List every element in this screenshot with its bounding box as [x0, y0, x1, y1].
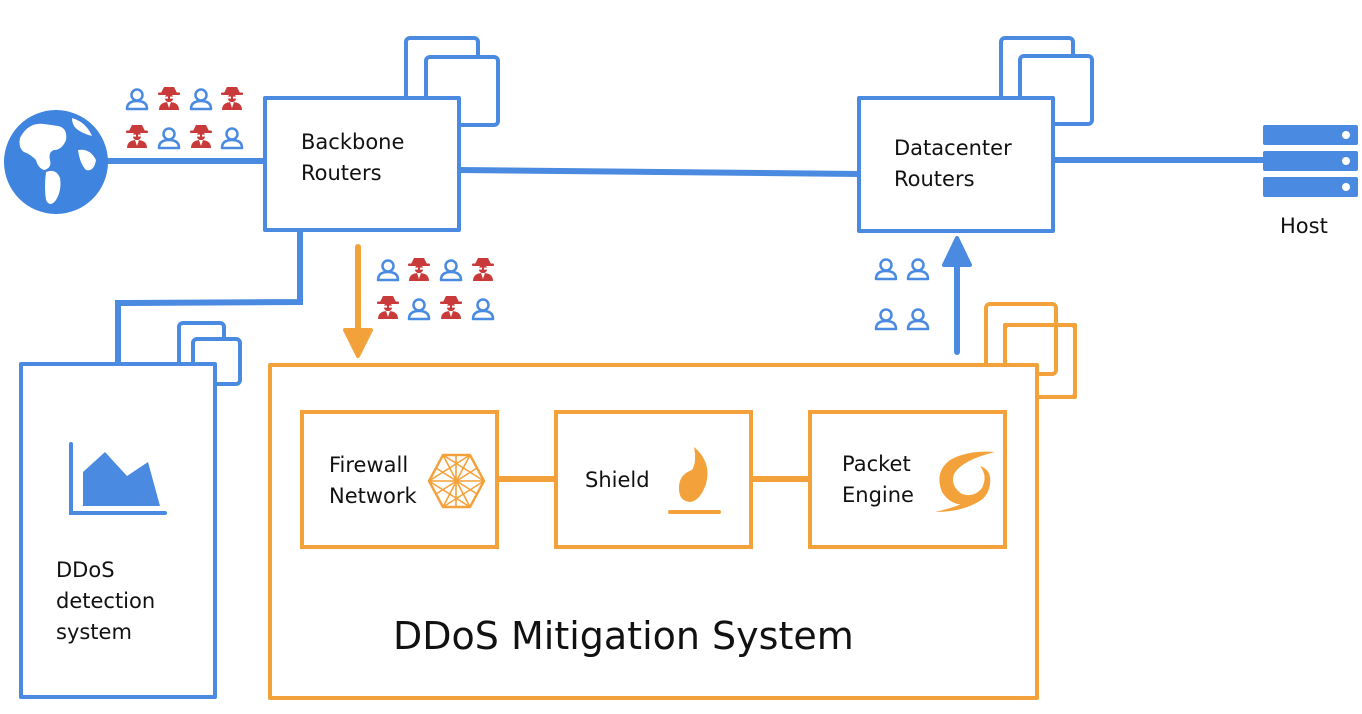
user-icon	[157, 127, 181, 150]
traffic-clean	[874, 258, 930, 331]
packet-engine-line2: Engine	[842, 483, 914, 507]
packet-engine-line1: Packet	[842, 452, 911, 476]
user-icon	[439, 259, 463, 282]
user-icon	[407, 298, 431, 321]
user-icon	[874, 258, 898, 281]
spy-icon	[408, 258, 430, 281]
server-rack-icon	[1263, 125, 1358, 197]
spy-icon	[190, 125, 212, 148]
arrow-to-mitigation	[343, 244, 373, 358]
user-icon	[376, 259, 400, 282]
shield-box	[554, 410, 753, 549]
detection-system-node	[19, 321, 242, 699]
user-icon	[471, 298, 495, 321]
backbone-routers-line2: Routers	[301, 161, 382, 185]
user-icon	[220, 127, 244, 150]
detection-line1: DDoS	[56, 558, 115, 582]
globe-icon	[4, 110, 108, 214]
firewall-line1: Firewall	[329, 453, 409, 477]
flame-icon	[668, 447, 721, 514]
link-backbone-datacenter	[456, 167, 863, 177]
detection-system-label: DDoS detection system	[56, 555, 155, 648]
spy-icon	[126, 125, 148, 148]
packet-engine-label: Packet Engine	[842, 449, 914, 511]
datacenter-routers-line2: Routers	[894, 167, 975, 191]
detection-line2: detection	[56, 589, 156, 613]
link-backbone-detection	[115, 227, 303, 367]
user-icon	[189, 88, 213, 111]
connection-lines	[97, 157, 1271, 367]
packet-engine-box	[808, 410, 1007, 549]
spy-icon	[472, 258, 494, 281]
mitigation-system-title: DDoS Mitigation System	[393, 614, 854, 658]
datacenter-routers-label: Datacenter Routers	[894, 133, 1012, 195]
arrow-to-datacenter	[942, 236, 972, 355]
spy-icon	[221, 87, 243, 110]
firewall-line2: Network	[329, 484, 417, 508]
swirl-icon	[935, 451, 995, 512]
spy-icon	[158, 87, 180, 110]
backbone-routers-label: Backbone Routers	[301, 127, 404, 189]
user-icon	[874, 308, 898, 331]
firewall-network-label: Firewall Network	[329, 450, 417, 512]
detection-line3: system	[56, 620, 132, 644]
user-icon	[906, 308, 930, 331]
traffic-mixed-inbound	[125, 87, 244, 150]
spy-icon	[377, 296, 399, 319]
firewall-network-box	[300, 410, 499, 549]
area-chart-icon	[69, 442, 167, 515]
spy-icon	[440, 296, 462, 319]
shield-label: Shield	[585, 468, 650, 492]
traffic-mixed-diverted	[376, 258, 495, 321]
hexagon-mesh-icon	[427, 453, 486, 509]
backbone-routers-line1: Backbone	[301, 130, 405, 154]
user-icon	[125, 88, 149, 111]
datacenter-routers-node	[857, 36, 1094, 233]
user-icon	[906, 258, 930, 281]
datacenter-routers-line1: Datacenter	[894, 136, 1012, 160]
host-label: Host	[1280, 214, 1328, 238]
backbone-routers-node	[263, 36, 500, 232]
